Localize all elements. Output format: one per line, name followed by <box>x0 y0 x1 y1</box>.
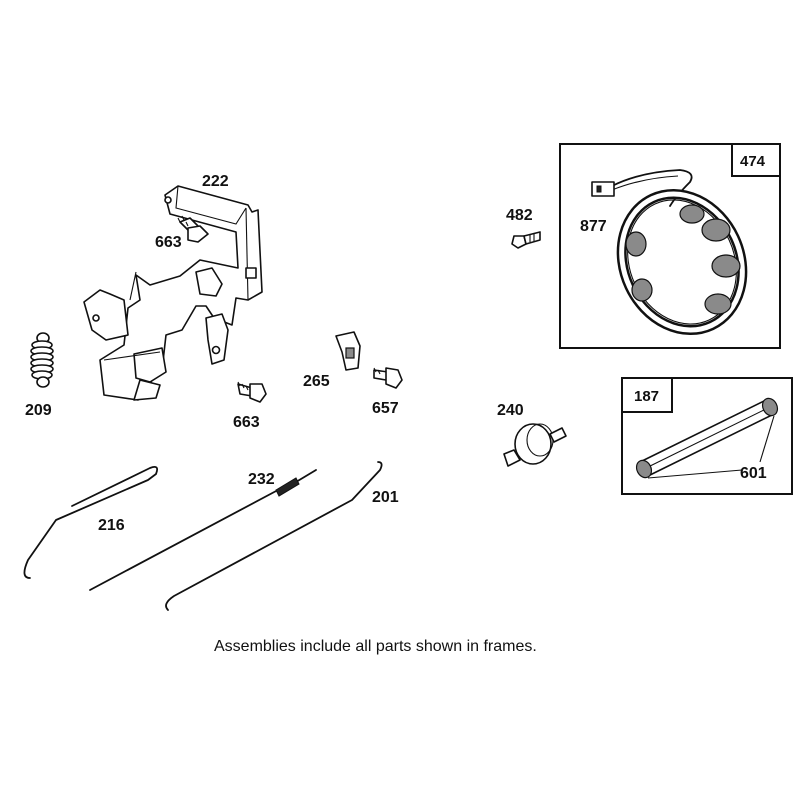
clip-265 <box>335 331 361 371</box>
label-216: 216 <box>98 517 125 534</box>
frame-187 <box>621 377 793 495</box>
label-474: 474 <box>740 153 766 170</box>
label-482: 482 <box>506 207 533 224</box>
frame-474 <box>559 143 781 349</box>
link-rod-216 <box>23 465 159 579</box>
screw-663-top <box>177 215 209 243</box>
label-232: 232 <box>248 471 275 488</box>
label-657: 657 <box>372 400 399 417</box>
label-601: 601 <box>740 465 767 482</box>
label-209: 209 <box>25 402 52 419</box>
label-201: 201 <box>372 489 399 506</box>
governor-link-201 <box>165 461 383 611</box>
label-240: 240 <box>497 402 524 419</box>
spring-209 <box>30 332 54 388</box>
screw-657 <box>373 367 403 389</box>
control-bracket-222 <box>83 185 263 401</box>
label-187: 187 <box>634 388 659 405</box>
label-222: 222 <box>202 173 229 190</box>
assemblies-caption: Assemblies include all parts shown in fr… <box>214 638 537 655</box>
label-663-top: 663 <box>155 234 182 251</box>
label-877: 877 <box>580 218 607 235</box>
fuel-filter-240 <box>503 423 567 467</box>
screw-663-bottom <box>237 381 267 403</box>
screw-482 <box>511 231 541 249</box>
label-663-bottom: 663 <box>233 414 260 431</box>
alternator-877 <box>591 169 748 336</box>
label-265: 265 <box>303 373 330 390</box>
fuel-line-601 <box>635 397 779 479</box>
spring-link-232 <box>89 469 317 591</box>
